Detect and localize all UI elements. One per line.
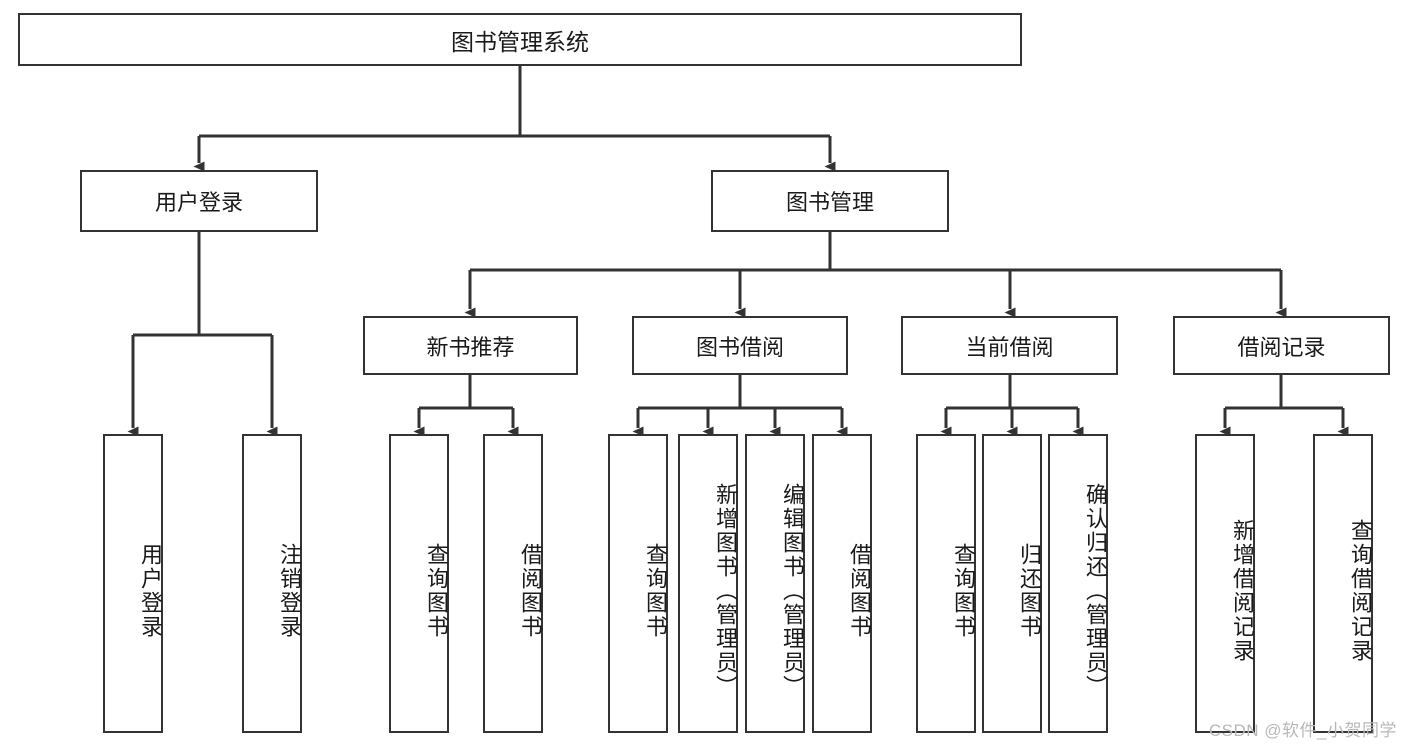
node-leaf-add-book[interactable]: 新增图书（管理员） — [678, 434, 738, 733]
node-root[interactable]: 图书管理系统 — [18, 13, 1022, 66]
node-leaf-confirm-return[interactable]: 确认归还（管理员） — [1048, 434, 1108, 733]
node-leaf-borrow-book-2-label: 借阅图书 — [847, 542, 872, 639]
node-leaf-add-book-label: 新增图书（管理员） — [713, 482, 738, 699]
node-leaf-user-login[interactable]: 用户登录 — [103, 434, 163, 733]
node-leaf-edit-book[interactable]: 编辑图书（管理员） — [745, 434, 805, 733]
node-book-borrow[interactable]: 图书借阅 — [632, 316, 848, 375]
node-book-borrow-label: 图书借阅 — [695, 334, 784, 360]
node-new-book-recommend-label: 新书推荐 — [426, 334, 515, 360]
node-leaf-borrow-book-1[interactable]: 借阅图书 — [483, 434, 543, 733]
node-book-management-label: 图书管理 — [785, 190, 874, 215]
node-book-management[interactable]: 图书管理 — [711, 170, 949, 232]
csdn-watermark: CSDN @软件_小贺同学 — [1208, 721, 1397, 740]
node-leaf-user-login-label: 用户登录 — [138, 542, 163, 639]
node-user-login[interactable]: 用户登录 — [80, 170, 318, 232]
node-user-login-label: 用户登录 — [154, 190, 243, 215]
node-leaf-logout-login-label: 注销登录 — [277, 542, 302, 639]
node-leaf-query-borrow-record[interactable]: 查询借阅记录 — [1313, 434, 1373, 733]
node-leaf-return-book[interactable]: 归还图书 — [982, 434, 1042, 733]
node-current-borrow[interactable]: 当前借阅 — [901, 316, 1118, 375]
node-new-book-recommend[interactable]: 新书推荐 — [363, 316, 578, 375]
node-leaf-borrow-book-1-label: 借阅图书 — [518, 542, 543, 639]
node-leaf-query-book-1-label: 查询图书 — [424, 542, 449, 639]
node-leaf-query-book-3[interactable]: 查询图书 — [916, 434, 976, 733]
node-root-label: 图书管理系统 — [451, 28, 589, 55]
node-leaf-query-book-2-label: 查询图书 — [643, 542, 668, 639]
node-leaf-add-borrow-record-label: 新增借阅记录 — [1230, 518, 1255, 663]
node-leaf-query-book-3-label: 查询图书 — [951, 542, 976, 639]
node-borrow-record-label: 借阅记录 — [1237, 334, 1326, 360]
node-leaf-edit-book-label: 编辑图书（管理员） — [780, 482, 805, 699]
node-leaf-return-book-label: 归还图书 — [1017, 542, 1042, 639]
node-leaf-query-borrow-record-label: 查询借阅记录 — [1348, 518, 1373, 663]
node-leaf-logout-login[interactable]: 注销登录 — [242, 434, 302, 733]
node-leaf-query-book-2[interactable]: 查询图书 — [608, 434, 668, 733]
node-leaf-borrow-book-2[interactable]: 借阅图书 — [812, 434, 872, 733]
node-leaf-add-borrow-record[interactable]: 新增借阅记录 — [1195, 434, 1255, 733]
node-current-borrow-label: 当前借阅 — [965, 334, 1054, 360]
node-leaf-query-book-1[interactable]: 查询图书 — [389, 434, 449, 733]
node-borrow-record[interactable]: 借阅记录 — [1173, 316, 1390, 375]
node-leaf-confirm-return-label: 确认归还（管理员） — [1083, 482, 1108, 699]
